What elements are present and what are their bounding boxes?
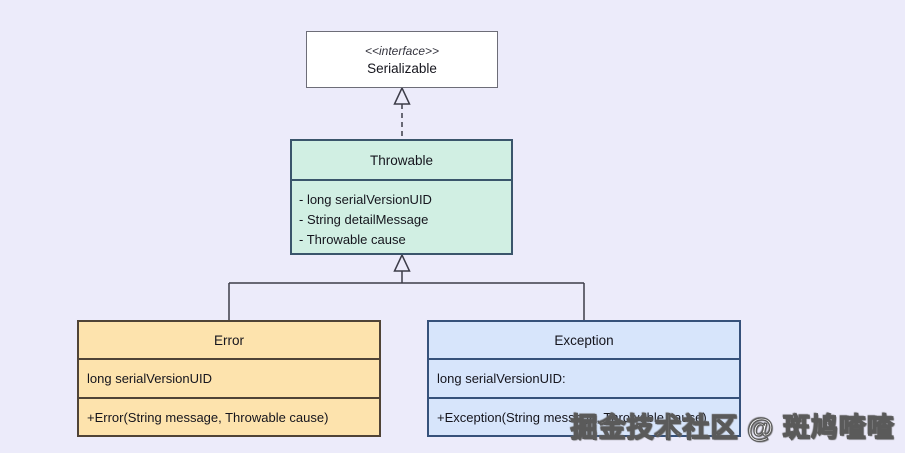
generalization-lines [228, 271, 585, 320]
throwable-attributes: - long serialVersionUID - String detailM… [292, 181, 511, 250]
attribute-row: - long serialVersionUID [299, 192, 432, 207]
watermark: 掘金技术社区 @ 斑鸠喳喳 [570, 412, 895, 443]
exception-methods: +Exception(String message, Throwable cau… [429, 399, 739, 435]
method-row: +Exception(String message, Throwable cau… [437, 409, 707, 425]
interface-stereotype-label: <<interface>> [364, 43, 440, 58]
method-row: +Error(String message, Throwable cause) [87, 409, 329, 425]
class-error: Error long serialVersionUID +Error(Strin… [77, 320, 381, 437]
realization-hollow-triangle-icon [393, 86, 411, 105]
class-exception: Exception long serialVersionUID: +Except… [427, 320, 741, 437]
error-methods: +Error(String message, Throwable cause) [79, 399, 379, 435]
attribute-row: long serialVersionUID: [437, 371, 566, 386]
attribute-row: - Throwable cause [299, 232, 406, 247]
class-name-error: Error [214, 332, 244, 348]
class-name-exception: Exception [554, 332, 614, 348]
error-attributes: long serialVersionUID [79, 360, 379, 399]
class-throwable: Throwable - long serialVersionUID - Stri… [290, 139, 513, 255]
class-name-throwable: Throwable [369, 152, 434, 168]
class-serializable: <<interface>> Serializable [306, 31, 498, 88]
generalization-hollow-triangle-icon [393, 253, 411, 272]
class-name-serializable: Serializable [367, 60, 437, 76]
attribute-row: - String detailMessage [299, 212, 429, 227]
attribute-row: long serialVersionUID [87, 371, 213, 386]
exception-attributes: long serialVersionUID: [429, 360, 739, 399]
